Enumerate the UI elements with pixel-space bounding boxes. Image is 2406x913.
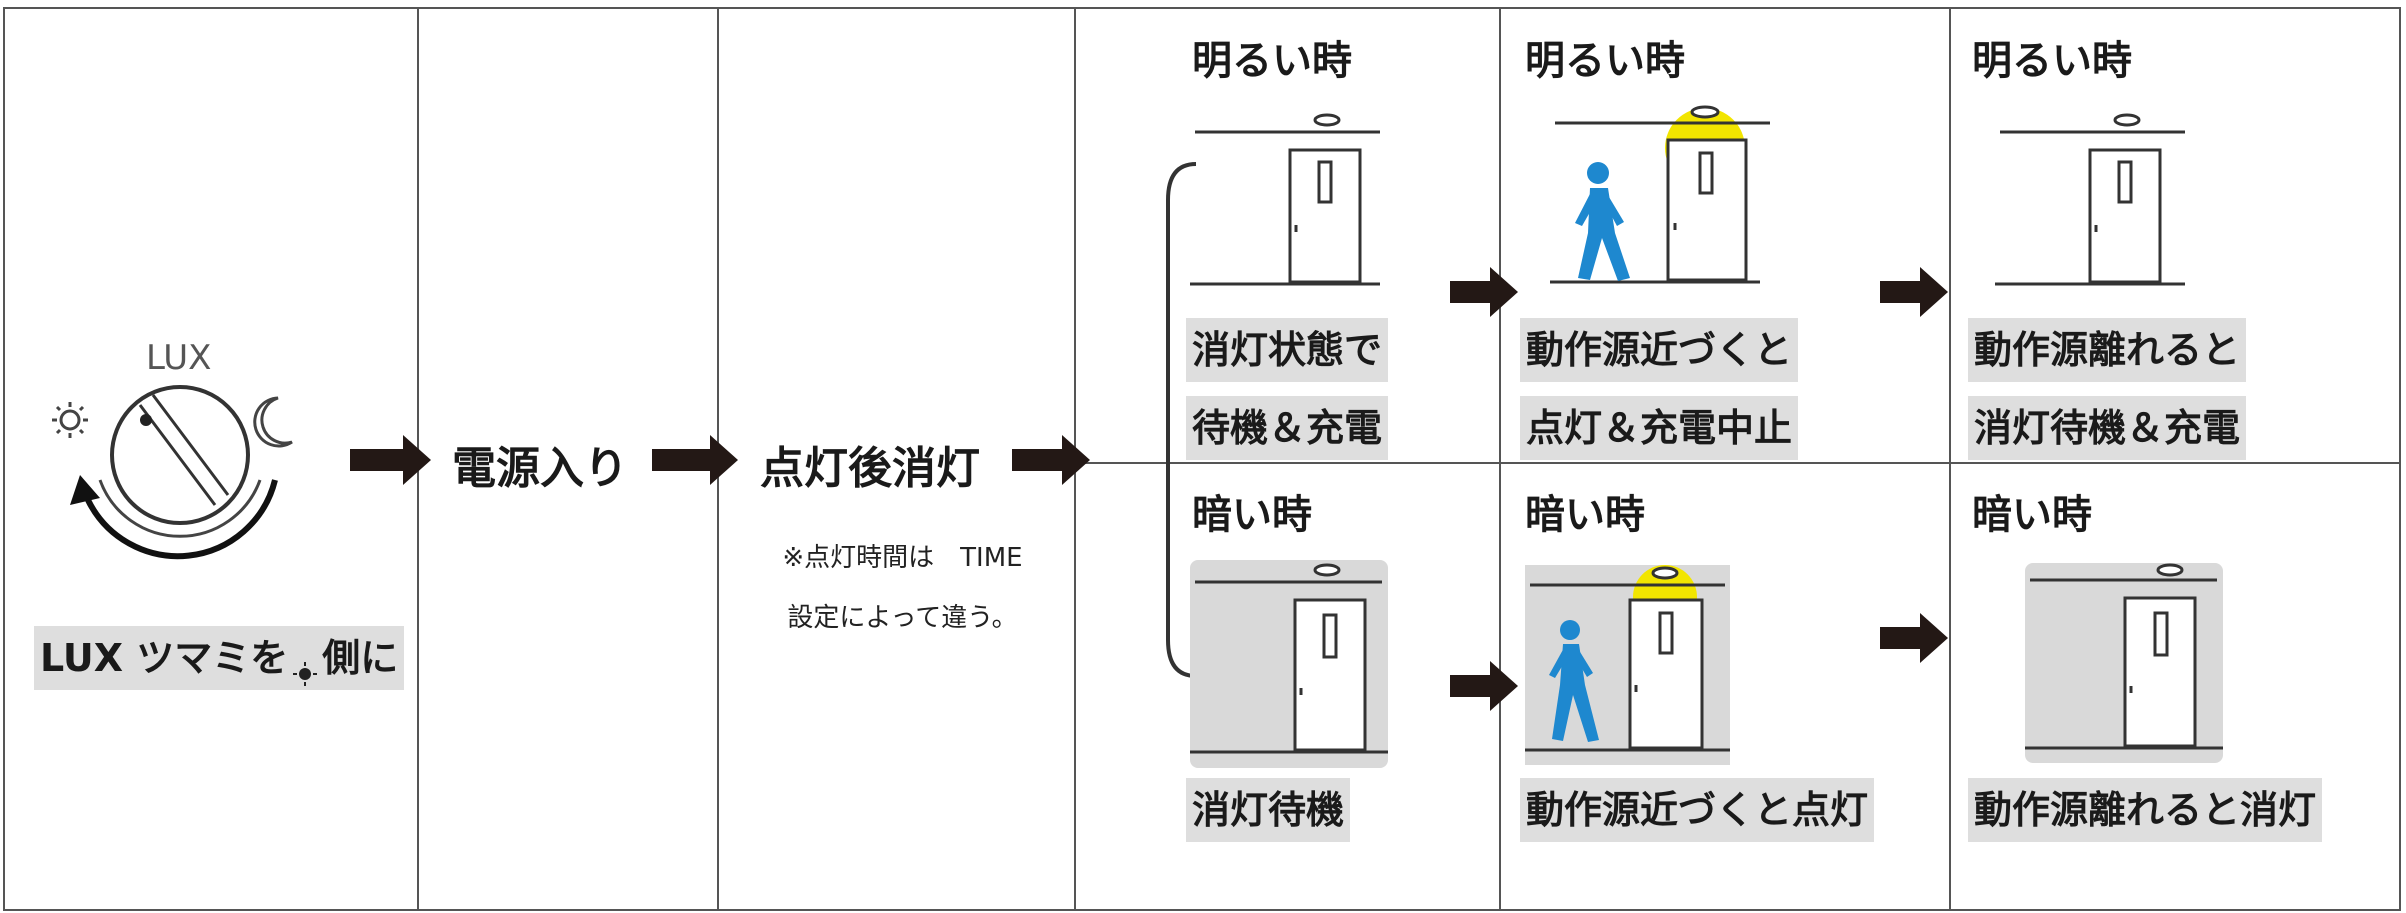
timer-note: ※点灯時間は TIME 設定によって違う。 xyxy=(735,528,1070,648)
lux-dial-icon xyxy=(52,385,293,560)
dark-room-approach xyxy=(1525,565,1730,765)
bright-col3-label-line2: 消灯待機＆充電 xyxy=(1968,396,2247,460)
dark-header-col1: 暗い時 xyxy=(1192,492,1312,538)
timer-note-line-2: 設定によって違う。 xyxy=(787,603,1018,633)
bright-room-standby xyxy=(1190,113,1380,286)
dark-col3-label: 動作源離れると消灯 xyxy=(1968,778,2323,842)
bright-room-approach xyxy=(1550,105,1770,284)
bright-room-leave xyxy=(1995,113,2185,286)
lux-instruction-text: LUX ツマミを xyxy=(40,636,289,680)
dark-header-col3: 暗い時 xyxy=(1972,492,2092,538)
flow-arrow-3 xyxy=(1012,435,1090,485)
bright-col2-label-line2: 点灯＆充電中止 xyxy=(1520,396,1799,460)
dark-arrow-1 xyxy=(1450,661,1518,711)
moon-icon xyxy=(253,396,293,448)
bright-arrow-2 xyxy=(1880,267,1948,317)
lux-label: LUX xyxy=(146,338,212,378)
walking-person-icon xyxy=(1549,620,1599,742)
lux-instruction: LUX ツマミを側に xyxy=(34,626,405,690)
flow-arrow-1 xyxy=(350,435,431,485)
sun-dot-icon xyxy=(292,648,318,686)
walking-person-icon xyxy=(1575,162,1630,281)
step-power-on: 電源入り xyxy=(452,443,628,494)
branch-bracket xyxy=(1166,162,1197,678)
bright-header-col1: 明るい時 xyxy=(1192,38,1352,84)
bright-col1-label-line2: 待機＆充電 xyxy=(1186,396,1389,460)
flow-arrow-2 xyxy=(652,435,738,485)
bright-col2-label-line1: 動作源近づくと xyxy=(1520,318,1799,382)
dark-col1-label: 消灯待機 xyxy=(1186,778,1351,842)
dark-arrow-2 xyxy=(1880,613,1948,663)
dark-room-leave xyxy=(2025,563,2223,763)
dark-room-standby xyxy=(1190,560,1388,768)
lux-instruction-text-end: 側に xyxy=(322,636,399,680)
step-light-then-off: 点灯後消灯 xyxy=(760,443,980,494)
bright-col3-label-line1: 動作源離れると xyxy=(1968,318,2247,382)
timer-note-line-1: ※点灯時間は TIME xyxy=(782,543,1023,573)
bright-col1-label-line1: 消灯状態で xyxy=(1186,318,1389,382)
bright-arrow-1 xyxy=(1450,267,1518,317)
bright-header-col3: 明るい時 xyxy=(1972,38,2132,84)
dark-col2-label: 動作源近づくと点灯 xyxy=(1520,778,1875,842)
sun-icon xyxy=(52,402,88,438)
bright-header-col2: 明るい時 xyxy=(1525,38,1685,84)
dark-header-col2: 暗い時 xyxy=(1525,492,1645,538)
